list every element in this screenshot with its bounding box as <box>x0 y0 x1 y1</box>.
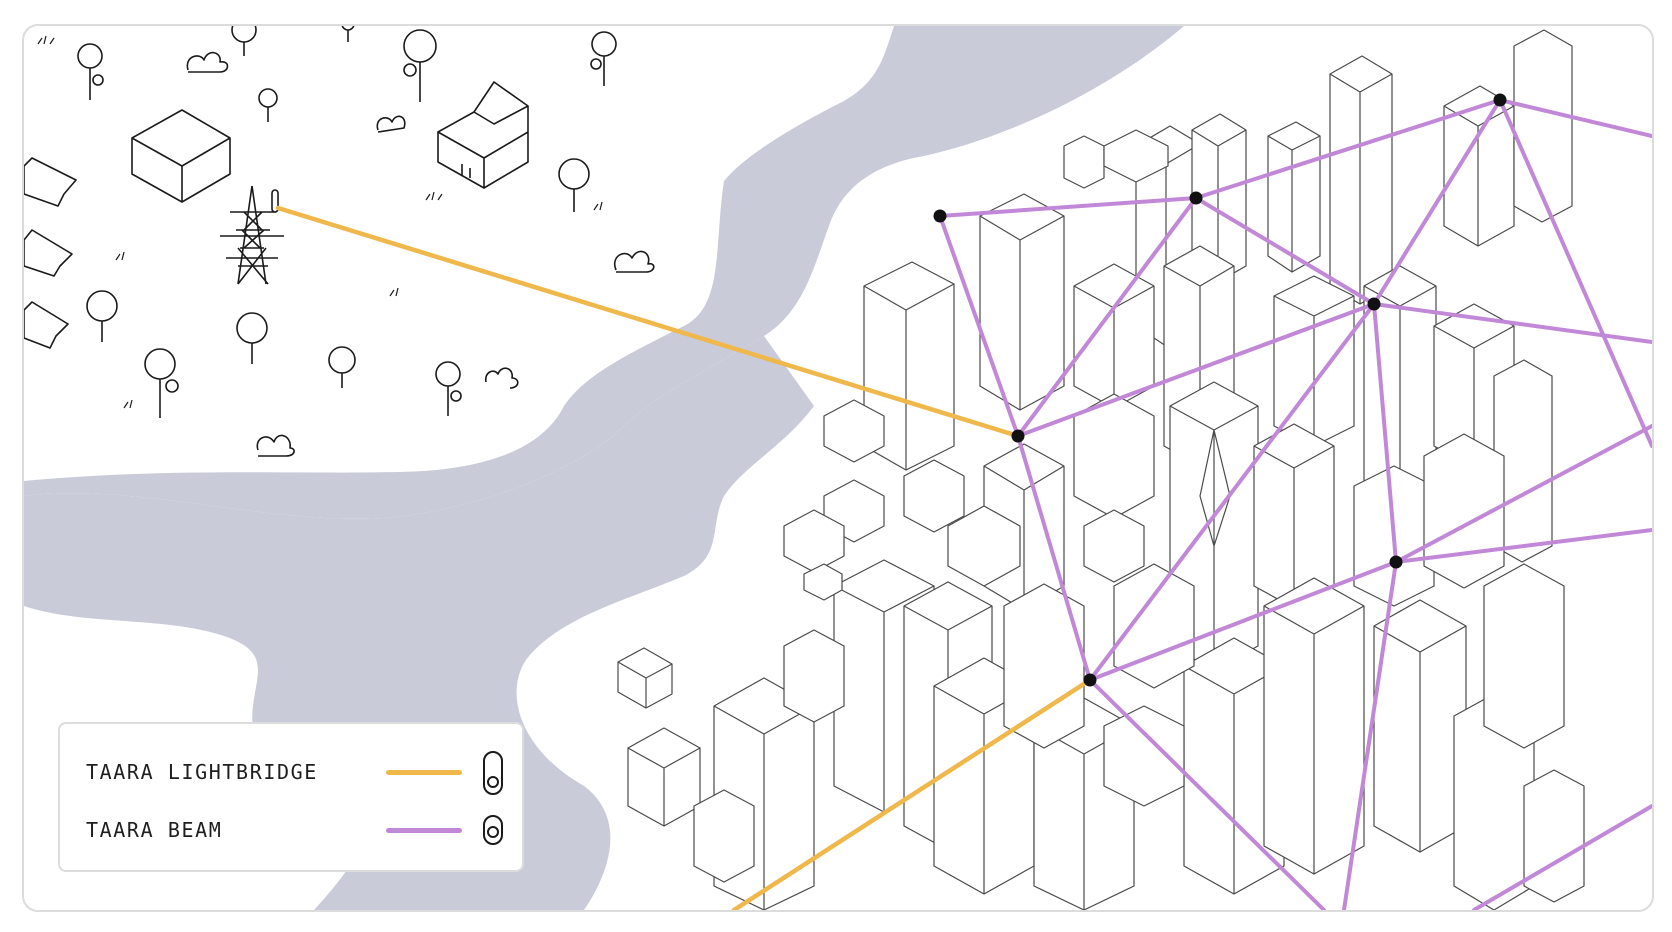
network-node <box>1493 93 1507 107</box>
network-nodes <box>933 93 1507 687</box>
legend: TAARA LIGHTBRIDGE TAARA BEAM <box>58 722 524 872</box>
beam-mesh <box>938 98 1652 910</box>
lightbridge-device-icon <box>483 751 503 795</box>
network-node <box>1011 429 1025 443</box>
network-illustration <box>24 26 1652 910</box>
beam-device-icon <box>483 815 503 845</box>
network-node <box>1389 555 1403 569</box>
legend-line-beam <box>386 828 462 833</box>
row-houses-drawing <box>24 157 77 349</box>
network-node <box>1083 673 1097 687</box>
trees-drawing <box>77 26 617 418</box>
legend-label-lightbridge: TAARA LIGHTBRIDGE <box>86 760 318 784</box>
city-area <box>617 29 1585 910</box>
rural-area <box>24 26 655 457</box>
network-node <box>1367 297 1381 311</box>
transmission-tower-drawing <box>220 185 284 285</box>
network-node <box>933 209 947 223</box>
river <box>24 26 1184 519</box>
house-drawing <box>437 81 529 189</box>
bushes-drawing <box>186 51 655 457</box>
grass-drawing <box>37 35 603 409</box>
legend-label-beam: TAARA BEAM <box>86 818 223 842</box>
network-node <box>1189 191 1203 205</box>
legend-item-beam: TAARA BEAM <box>60 806 522 854</box>
river-lower <box>24 336 814 910</box>
legend-line-lightbridge <box>386 770 462 775</box>
cube-building-drawing <box>131 109 231 203</box>
lightbridge-links <box>275 205 1093 910</box>
diagram-frame: TAARA LIGHTBRIDGE TAARA BEAM <box>22 24 1654 912</box>
legend-item-lightbridge: TAARA LIGHTBRIDGE <box>60 748 522 796</box>
